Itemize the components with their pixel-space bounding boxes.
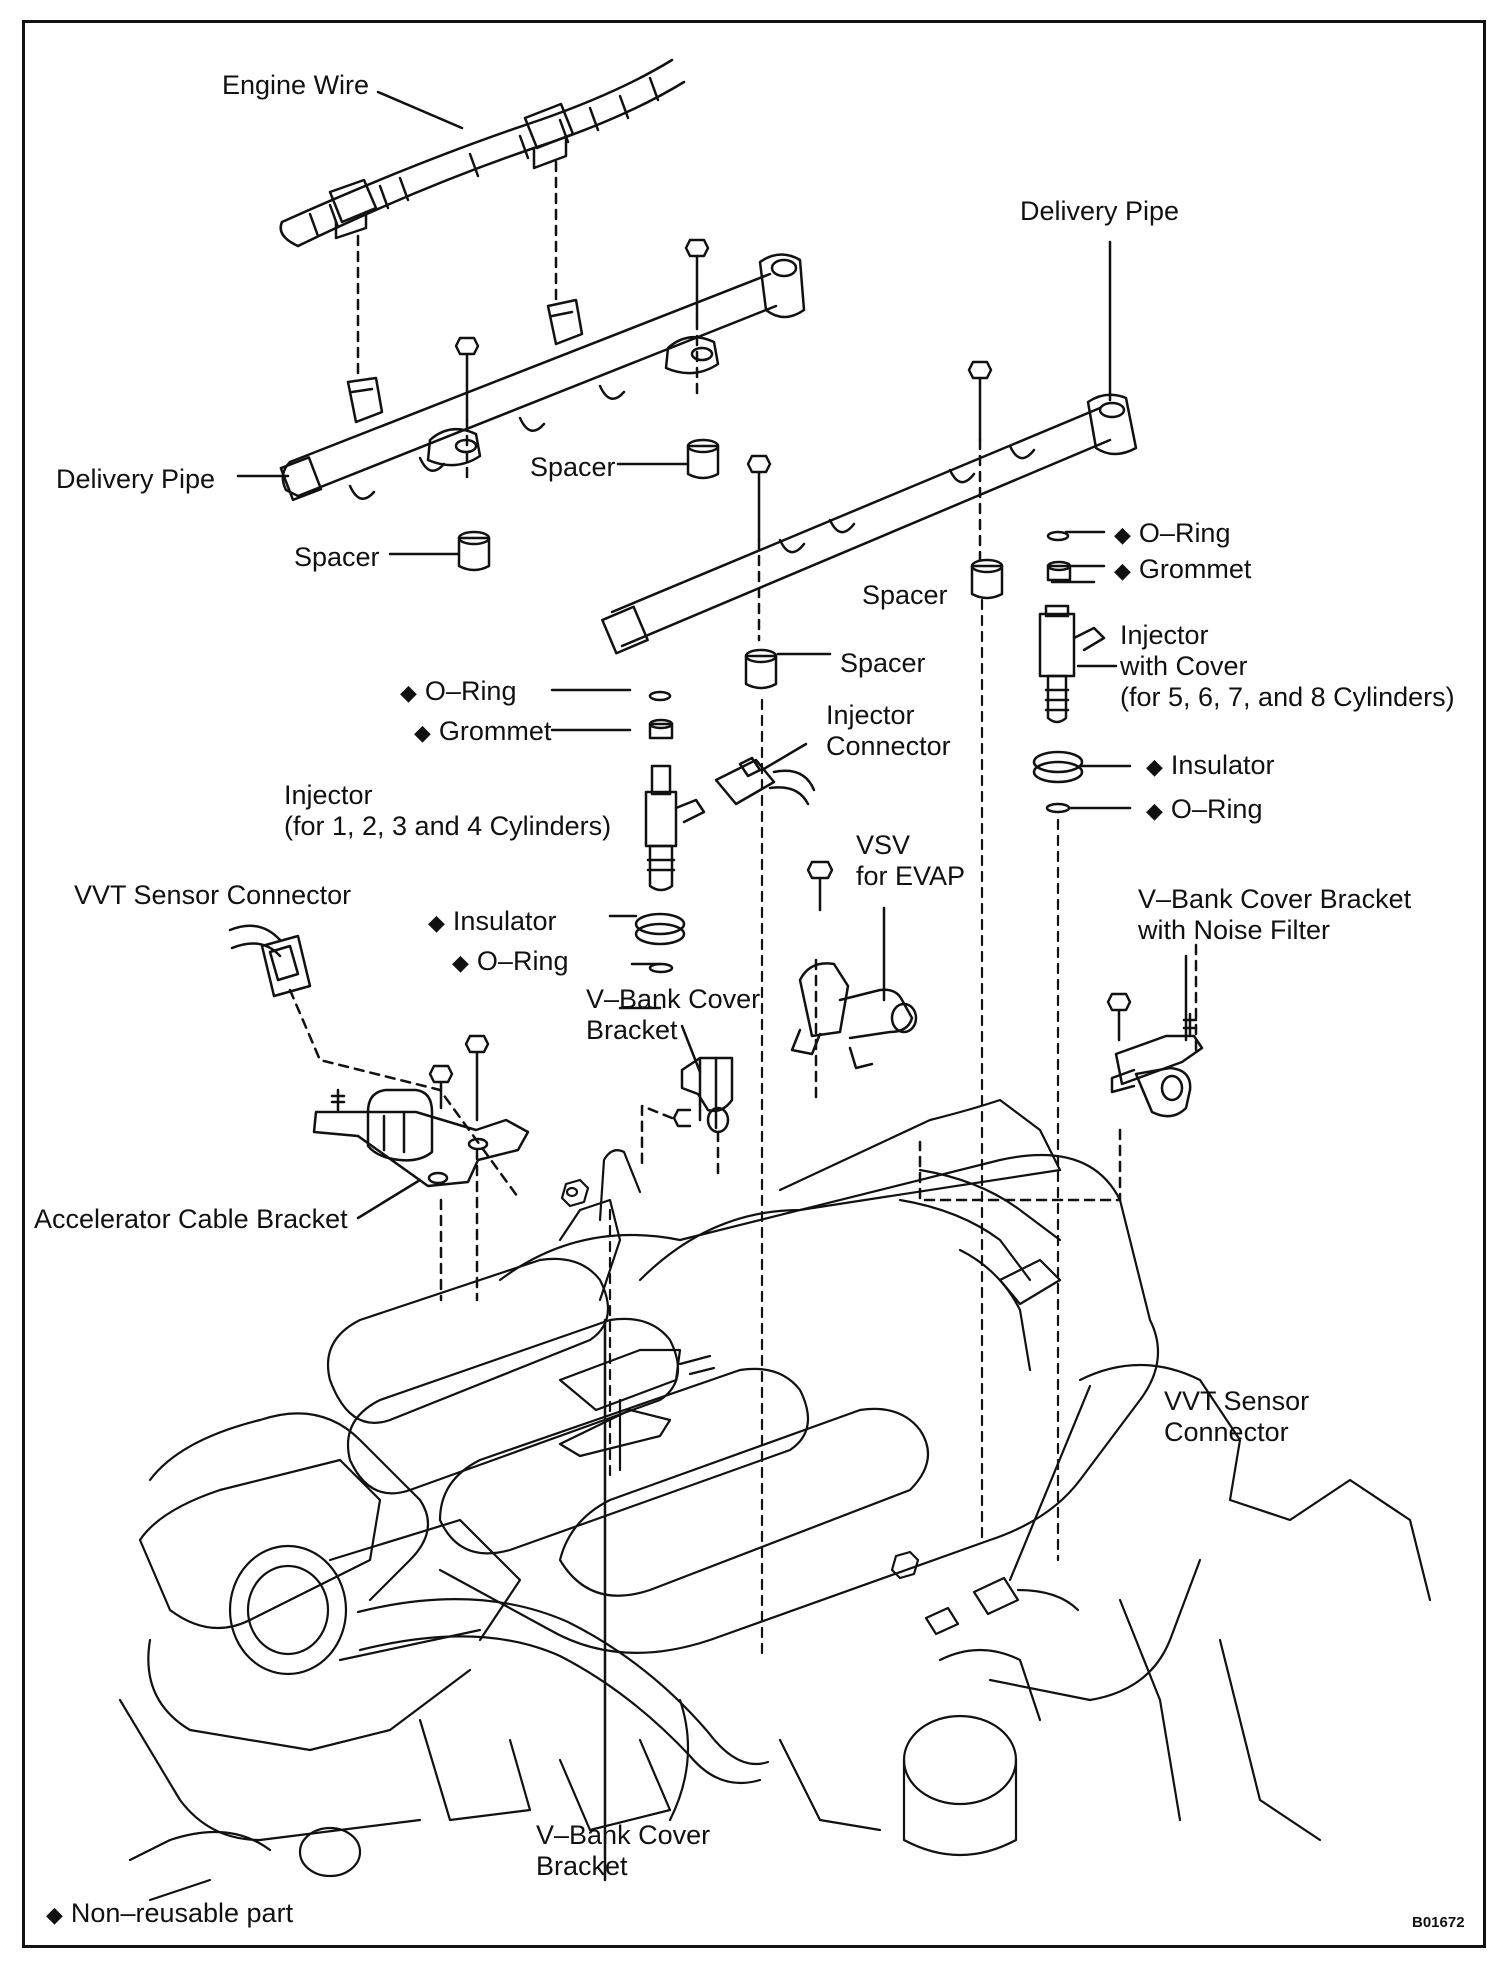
- injector-connector-line-1: Injector: [826, 700, 915, 730]
- label-oring-left-top: ◆ O–Ring: [400, 676, 516, 708]
- grommet-text: Grommet: [1138, 554, 1252, 584]
- injector-connector-line-2: Connector: [826, 731, 951, 761]
- label-spacer-2: Spacer: [294, 542, 380, 572]
- injector-cover-line-3: (for 5, 6, 7, and 8 Cylinders): [1120, 682, 1455, 712]
- insulator-text: Insulator: [452, 906, 557, 936]
- left-delivery-pipe: [279, 238, 806, 502]
- label-vbank-bracket-noise: V–Bank Cover Bracket with Noise Filter: [1138, 884, 1411, 946]
- non-reusable-marker: ◆: [452, 950, 469, 975]
- label-vvt-sensor-connector-left: VVT Sensor Connector: [74, 880, 352, 910]
- grommet-text: Grommet: [438, 716, 552, 746]
- diagram-frame: [22, 20, 1486, 1948]
- vbank-bottom-line-2: Bracket: [536, 1851, 628, 1881]
- non-reusable-marker: ◆: [1146, 754, 1163, 779]
- vsv-line-2: for EVAP: [856, 861, 966, 891]
- non-reusable-marker: ◆: [1114, 558, 1131, 583]
- diagram-code: B01672: [1412, 1914, 1465, 1931]
- non-reusable-marker: ◆: [400, 680, 417, 705]
- label-grommet-left: ◆ Grommet: [414, 716, 551, 748]
- injector-14-line-1: Injector: [284, 780, 373, 810]
- leader-lines: [236, 90, 1188, 1220]
- non-reusable-marker: ◆: [1114, 522, 1131, 547]
- vbank-bottom-line-1: V–Bank Cover: [536, 1820, 711, 1850]
- label-oring-right-top: ◆ O–Ring: [1114, 518, 1230, 550]
- legend-marker: ◆: [46, 1902, 63, 1927]
- label-delivery-pipe-right: Delivery Pipe: [1020, 196, 1180, 226]
- injector-14-line-2: (for 1, 2, 3 and 4 Cylinders): [284, 811, 612, 841]
- spacers-left: [457, 438, 720, 572]
- vbank-mid-line-1: V–Bank Cover: [586, 984, 761, 1014]
- vvt-sensor-connector-left: [228, 924, 522, 1202]
- label-vvt-sensor-connector-right: VVT Sensor Connector: [1164, 1386, 1309, 1448]
- label-vbank-bracket-bottom: V–Bank Cover Bracket: [536, 1820, 710, 1882]
- engine-wire-harness: [279, 58, 686, 380]
- legend-text: Non–reusable part: [70, 1898, 294, 1928]
- vbank-mid-line-2: Bracket: [586, 1015, 678, 1045]
- label-injector-connector: Injector Connector: [826, 700, 951, 762]
- label-oring-right-bottom: ◆ O–Ring: [1146, 794, 1262, 826]
- label-injector-cyl-1-4: Injector (for 1, 2, 3 and 4 Cylinders): [284, 780, 611, 842]
- intake-manifold: [118, 598, 1432, 1902]
- label-vsv-evap: VSV for EVAP: [856, 830, 965, 892]
- vsv-evap: [790, 860, 918, 1102]
- label-engine-wire: Engine Wire: [222, 70, 370, 100]
- non-reusable-marker: ◆: [428, 910, 445, 935]
- vvt-right-line-2: Connector: [1164, 1417, 1289, 1447]
- vbank-noise-line-2: with Noise Filter: [1138, 915, 1331, 945]
- right-delivery-pipe: [601, 360, 1138, 655]
- label-insulator-right: ◆ Insulator: [1146, 750, 1274, 782]
- vvt-right-line-1: VVT Sensor: [1164, 1386, 1310, 1416]
- legend-non-reusable: ◆ Non–reusable part: [46, 1898, 293, 1930]
- oring-text: O–Ring: [424, 676, 517, 706]
- label-vbank-bracket-mid: V–Bank Cover Bracket: [586, 984, 760, 1046]
- accelerator-cable-bracket: [312, 1034, 530, 1302]
- label-grommet-right: ◆ Grommet: [1114, 554, 1251, 586]
- label-insulator-left: ◆ Insulator: [428, 906, 556, 938]
- oring-text: O–Ring: [476, 946, 569, 976]
- injector-cover-line-2: with Cover: [1120, 651, 1248, 681]
- vbank-cover-bracket-mid: [640, 1056, 734, 1182]
- label-accelerator-cable-bracket: Accelerator Cable Bracket: [34, 1204, 348, 1234]
- injector-with-cover: [1032, 530, 1106, 814]
- label-spacer-4: Spacer: [840, 648, 926, 678]
- injector-cover-line-1: Injector: [1120, 620, 1209, 650]
- non-reusable-marker: ◆: [1146, 798, 1163, 823]
- insulator-text: Insulator: [1170, 750, 1275, 780]
- vbank-noise-line-1: V–Bank Cover Bracket: [1138, 884, 1412, 914]
- vbank-bracket-noise-filter: [918, 938, 1204, 1202]
- label-injector-with-cover: Injector with Cover (for 5, 6, 7, and 8 …: [1120, 620, 1455, 713]
- label-spacer-3: Spacer: [862, 580, 948, 610]
- injector-connector: [714, 756, 816, 806]
- oring-text: O–Ring: [1170, 794, 1263, 824]
- label-spacer-1: Spacer: [530, 452, 616, 482]
- oring-text: O–Ring: [1138, 518, 1231, 548]
- non-reusable-marker: ◆: [414, 720, 431, 745]
- label-delivery-pipe-left: Delivery Pipe: [56, 464, 216, 494]
- injector-cyl-1-4: [634, 690, 706, 974]
- spacers-right: [744, 558, 1004, 690]
- label-oring-left-bottom: ◆ O–Ring: [452, 946, 568, 978]
- vsv-line-1: VSV: [856, 830, 911, 860]
